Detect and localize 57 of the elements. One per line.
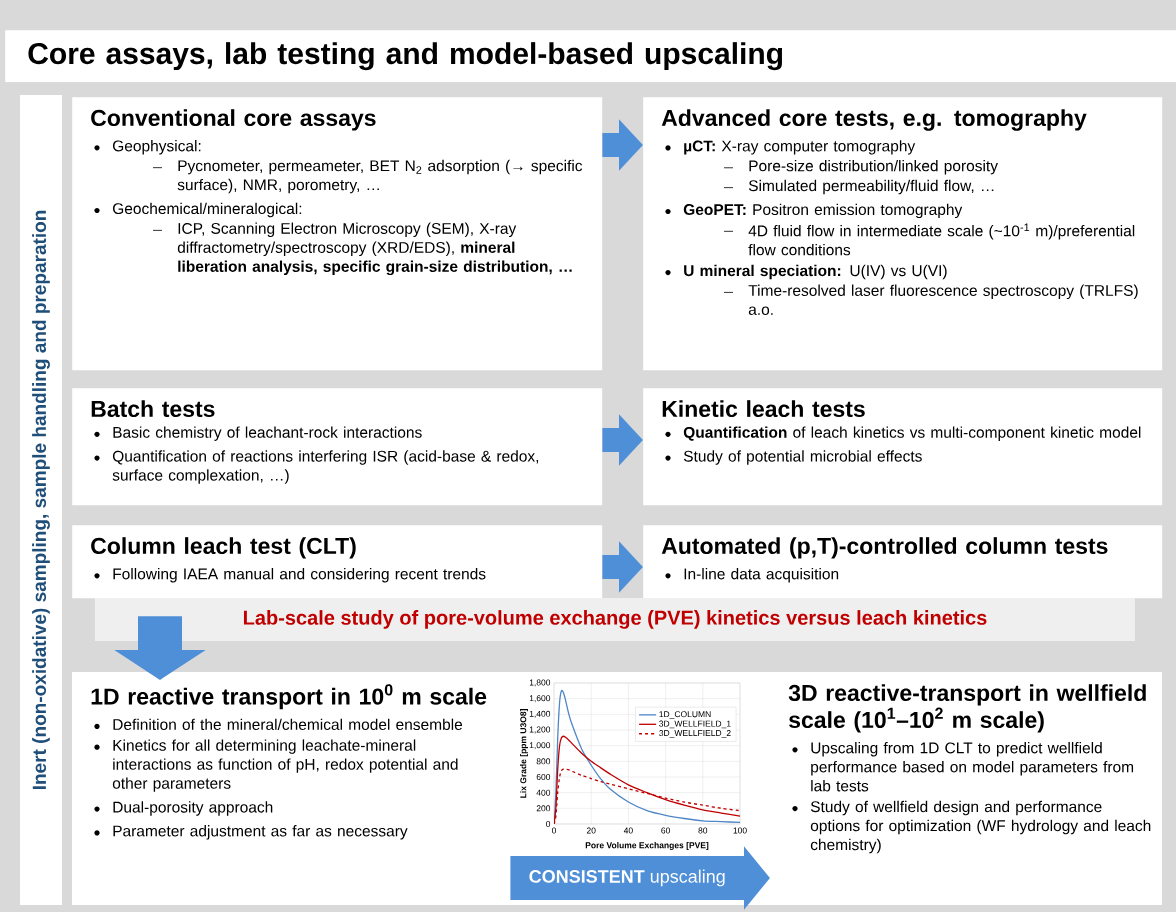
y-tick-label: 1,200 [529, 726, 551, 734]
bullet-item: Geophysical: [94, 140, 201, 155]
line-chart: 0 20 40 60 80 100 0 200 400 600 800 1,000 1,200 1,400 1,600 1,800 1D_COLUMN 3D_WELLFIELD_1 3D_WELLFIELD_2 [529, 679, 747, 834]
x-tick-label: 100 [733, 827, 747, 834]
bullet-item: Parameter adjustment as far as necessary [94, 825, 408, 840]
x-tick-label: 80 [698, 827, 708, 834]
sub-bullet-item: Pore-size distribution/linked porosity [723, 160, 998, 175]
x-tick-label: 0 [551, 827, 557, 834]
sub-bullet-item: ICP, Scanning Electron Microscopy (SEM), X-ray diffractometry/spectroscopy (XRD/EDS), mineral liberation analysis, specific grain-size distribution, … [152, 222, 572, 276]
bullet-item: Definition of the mineral/chemical model ensemble [94, 718, 463, 730]
x-tick-label: 40 [623, 827, 633, 834]
heading: Kinetic leach tests [662, 400, 865, 418]
heading: Column leach test (CLT) [91, 537, 356, 559]
bullet-item: Quantification of leach kinetics vs multi-component kinetic model [665, 426, 1141, 441]
x-tick-label: 60 [661, 827, 670, 834]
bullet-item: µCT: X-ray computer tomography [665, 140, 916, 155]
heading: 3D reactive-transport in wellfield scale (10$^{1}$–10$^{2}$ m scale) [788, 684, 1146, 733]
legend-label: 3D_WELLFIELD_1 [659, 720, 731, 729]
heading: Automated (p,T)-controlled column tests [661, 537, 1108, 559]
y-tick-label: 1,400 [529, 710, 551, 718]
legend-label: 1D_COLUMN [659, 711, 711, 719]
side-banner: Inert (non-oxidative) sampling, sample handling and preparation [20, 95, 62, 905]
heading: Batch tests [91, 400, 215, 418]
heading: 1D reactive transport in 10$^{0}$ m scale [91, 684, 487, 710]
bullet-item: Following IAEA manual and considering recent trends [94, 568, 486, 583]
heading: Advanced core tests, e.g. tomography [661, 109, 1087, 131]
sub-bullet-item: Pycnometer, permeameter, BET N$_{2}$ adsorption (→ specific surface), NMR, porometry, … [152, 159, 583, 194]
bullet-item: Kinetics for all determining leachate-mineral interactions as function of pH, redox potential and other parameters [94, 739, 458, 792]
bullet-item: In-line data acquisition [665, 568, 839, 583]
axis-title: Pore Volume Exchanges [PVE] [585, 842, 709, 850]
bullet-item: Basic chemistry of leachant-rock interactions [94, 426, 422, 441]
title-bar: Core assays, lab testing and model-based upscaling [5, 30, 1176, 83]
bullet-item: GeoPET: Positron emission tomography [665, 203, 963, 219]
y-tick-label: 1,000 [529, 742, 551, 750]
heading: Conventional core assays [91, 109, 376, 131]
x-tick-label: 20 [586, 827, 596, 834]
bullet-item: Study of wellfield design and performance options for optimization (WF hydrology and leach chemistry) [792, 800, 1151, 854]
bullet-item: Upscaling from 1D CLT to predict wellfield performance based on model parameters from lab tests [792, 742, 1134, 792]
sub-bullet-item: Simulated permeability/fluid flow, … [723, 179, 994, 195]
sub-bullet-item: Time-resolved laser fluorescence spectroscopy (TRLFS) a.o. [723, 284, 1138, 315]
bullet-item: Geochemical/mineralogical: [94, 202, 302, 218]
banner: Lab-scale study of pore-volume exchange (PVE) kinetics versus leach kinetics [95, 598, 1135, 641]
bullet-item: Study of potential microbial effects [665, 450, 922, 465]
y-tick-label: 400 [536, 789, 551, 796]
axis-title: Lix Grade [ppm U3O8] [520, 709, 528, 798]
bullet-item: Quantification of reactions interfering ISR (acid-base & redox, surface complexation, …) [94, 450, 539, 484]
y-tick-label: 1,600 [529, 695, 551, 703]
legend-label: 3D_WELLFIELD_2 [659, 730, 731, 738]
y-tick-label: 600 [536, 773, 551, 780]
bullet-item: Dual-porosity approach [94, 801, 273, 816]
y-tick-label: 200 [536, 805, 551, 812]
bullet-item: U mineral speciation: U(IV) vs U(VI) [665, 264, 947, 280]
line-series [554, 690, 741, 824]
y-tick-label: 0 [546, 820, 551, 827]
y-tick-label: 800 [536, 758, 551, 765]
y-tick-label: 1,800 [529, 679, 551, 687]
sub-bullet-item: 4D fluid flow in intermediate scale (~10$^{-1}$ m)/preferential flow conditions [723, 223, 1135, 256]
